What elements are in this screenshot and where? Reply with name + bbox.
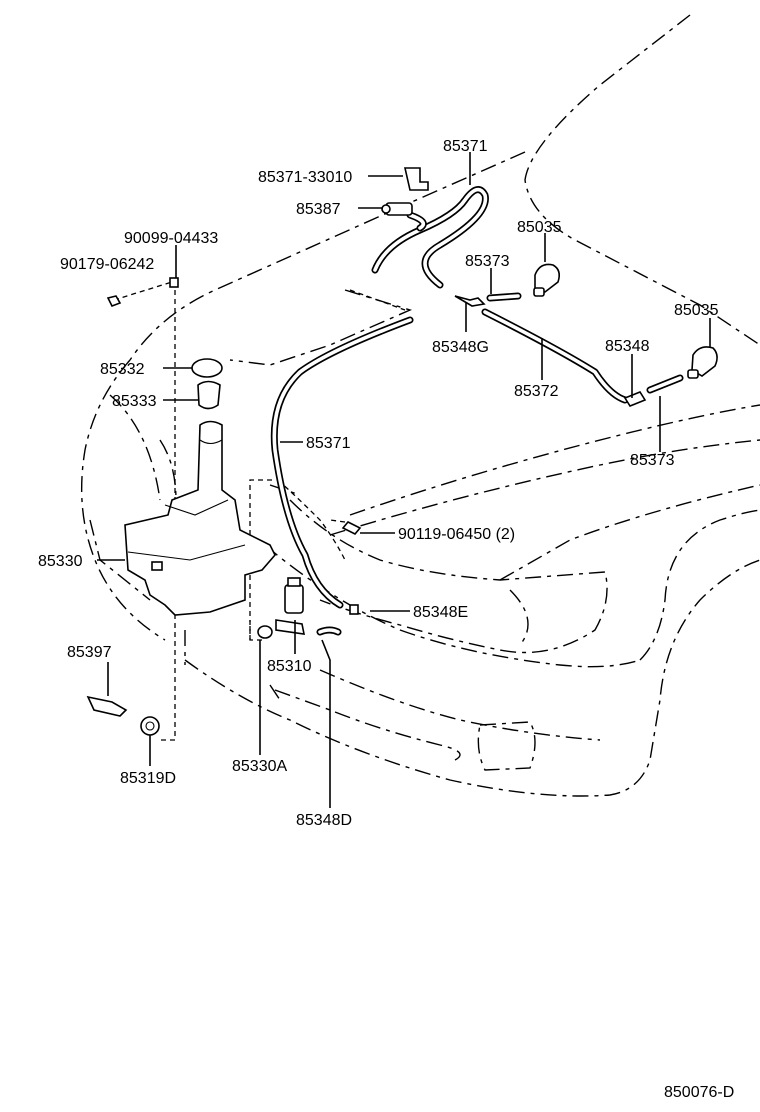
label-85373-upper: 85373 <box>465 253 510 270</box>
label-85035-right: 85035 <box>674 302 719 319</box>
sensor-85397 <box>86 695 128 717</box>
label-85348E: 85348E <box>413 604 468 621</box>
tank-grommet <box>151 561 163 571</box>
grommet-85330A <box>257 625 273 639</box>
label-85397: 85397 <box>67 644 112 661</box>
joint-85348E <box>349 604 359 615</box>
clip-90119-06450 <box>341 521 362 535</box>
label-85330: 85330 <box>38 553 83 570</box>
nozzle-85035-right <box>691 346 718 377</box>
pump-85310 <box>284 584 304 614</box>
bolt-90099-04433 <box>169 277 179 288</box>
nut-90179-06242 <box>106 295 122 308</box>
label-90179-06242: 90179-06242 <box>60 256 154 273</box>
label-85319D: 85319D <box>120 770 176 787</box>
parts <box>86 167 718 736</box>
label-85348: 85348 <box>605 338 650 355</box>
label-85035-left: 85035 <box>517 219 562 236</box>
label-90119-06450: 90119-06450 (2) <box>398 526 515 543</box>
label-85371-33010: 85371-33010 <box>258 169 352 186</box>
label-90099-04433: 90099-04433 <box>124 230 218 247</box>
leader-lines <box>97 152 711 808</box>
nozzle-85035-left <box>534 263 560 293</box>
joint-85348G <box>454 295 486 307</box>
grommet-85319D <box>140 716 160 736</box>
vehicle-outline <box>80 14 760 797</box>
joint-85348 <box>623 391 647 407</box>
part-labels: 85371 85371-33010 85387 90099-04433 9017… <box>38 138 734 1101</box>
hoses <box>270 186 684 636</box>
label-85348D: 85348D <box>296 812 352 829</box>
label-85310: 85310 <box>267 658 312 675</box>
label-85348G: 85348G <box>432 339 489 356</box>
label-85387: 85387 <box>296 201 341 218</box>
gasket-85332 <box>191 358 223 378</box>
label-85330A: 85330A <box>232 758 287 775</box>
label-85372: 85372 <box>514 383 559 400</box>
clip-85371-33010 <box>403 167 429 191</box>
label-85333: 85333 <box>112 393 157 410</box>
diagram-code: 850076-D <box>664 1084 734 1101</box>
inlet-85333 <box>197 380 221 410</box>
label-85371-top: 85371 <box>443 138 488 155</box>
label-85332: 85332 <box>100 361 145 378</box>
label-85371-mid: 85371 <box>306 435 351 452</box>
label-85373-lower: 85373 <box>630 452 675 469</box>
